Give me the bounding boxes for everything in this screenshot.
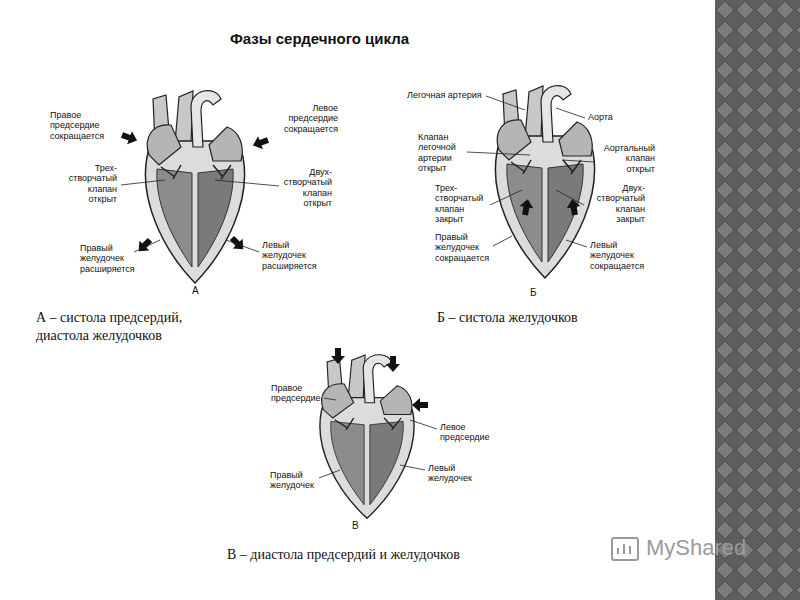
part-label: Левое предсердие сокращается [284, 103, 338, 134]
figure-letter: Б [530, 287, 537, 299]
part-label: Левый желудочек сокращается [590, 240, 644, 271]
figure-letter: В [352, 520, 359, 532]
valve-label: Двух- створчатый клапан закрыт [597, 183, 645, 224]
diagram-title: Фазы сердечного цикла [230, 30, 409, 47]
part-label: Левый желудочек [428, 463, 472, 484]
valve-label: Клапан легочной артерии открыт [418, 132, 456, 173]
figure-letter: А [192, 285, 199, 297]
part-label: Левое предсердие [440, 422, 490, 443]
part-label: Левый желудочек расширяется [262, 240, 317, 271]
vessel-label: Аорта [588, 112, 613, 122]
valve-label: Трех- створчатый клапан закрыт [435, 183, 483, 224]
vessel-label: Легочная артерия [407, 90, 482, 100]
valve-label: Двух- створчатый клапан открыт [284, 167, 332, 208]
watermark: MyShared [646, 535, 746, 560]
phase-caption: Б – систола желудочков [437, 309, 578, 327]
part-label: Правое предсердие [271, 383, 321, 404]
part-label: Правый желудочек [270, 470, 314, 491]
part-label: Правое предсердие сокращается [50, 110, 104, 141]
valve-label: Трех- створчатый клапан открыт [69, 163, 117, 204]
part-label: Правый желудочек расширяется [80, 243, 135, 274]
valve-label: Аортальный клапан открыт [604, 143, 655, 174]
phase-caption: А – систола предсердий, диастола желудоч… [36, 309, 236, 344]
part-label: Правый желудочек сокращается [435, 232, 489, 263]
phase-caption: В – диастола предсердий и желудочков [227, 546, 460, 564]
